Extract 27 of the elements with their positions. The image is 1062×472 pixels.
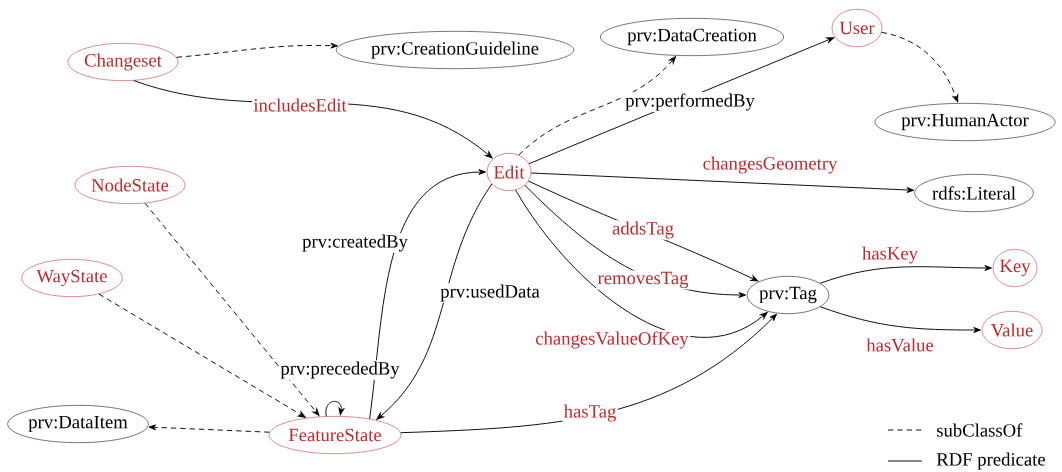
edge-label: hasKey (862, 246, 918, 264)
legend-text: subClassOf (937, 423, 1023, 437)
arrow (369, 169, 486, 420)
arrow (376, 183, 493, 420)
edge-label: changesValueOfKey (533, 330, 691, 350)
edge-label: prv:usedData (438, 283, 542, 303)
arrow (819, 265, 992, 284)
legend-text: RDF predicate (936, 452, 1045, 470)
edge-label: addsTag (610, 220, 676, 240)
arrow (98, 293, 306, 418)
arrow (144, 202, 320, 416)
edge-label: changesGeometry (703, 156, 838, 174)
edge-label: includesEdit (252, 97, 348, 113)
edge-label: prv:createdBy (300, 233, 410, 253)
arrow (515, 189, 768, 338)
arrow (518, 56, 676, 156)
edge-label: prv:performedBy (623, 92, 757, 112)
edge-label: hasValue (866, 338, 934, 352)
arrow (325, 400, 345, 417)
edge-label: hasTag (562, 403, 618, 423)
arrow (148, 424, 270, 433)
edge-label: prv:precededBy (279, 360, 401, 380)
edge-label: removesTag (596, 270, 690, 290)
arrow (530, 172, 915, 193)
arrow (881, 31, 959, 103)
arrow (819, 306, 981, 333)
arrow (176, 42, 338, 58)
